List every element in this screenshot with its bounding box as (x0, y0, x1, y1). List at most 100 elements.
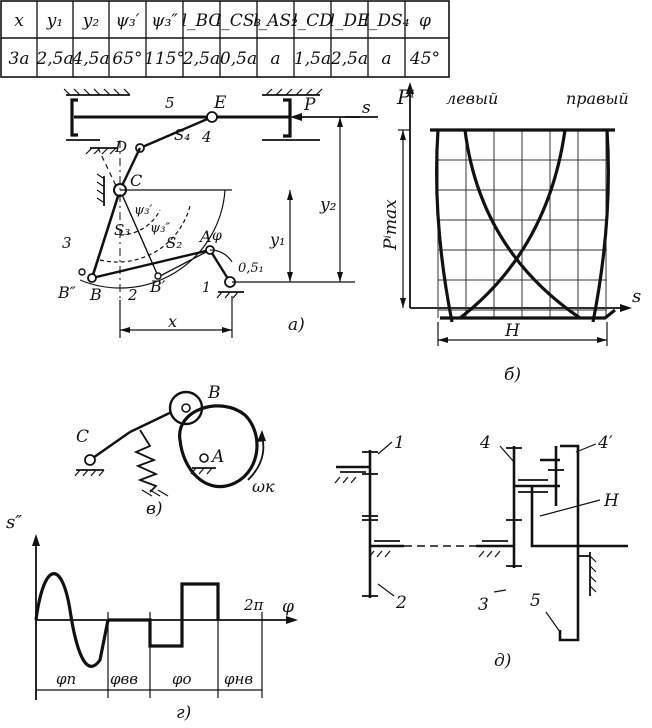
table-value-cell: 3a (9, 49, 30, 69)
gear-label-3: 3 (478, 595, 489, 615)
caption-a: а) (288, 315, 305, 335)
table-value-cell: 0,5a (220, 49, 257, 69)
label-B1: B′ (149, 277, 166, 296)
table-value-cell: 2,5a (330, 49, 368, 69)
label-os1: 0,5₁ (238, 261, 264, 276)
gear-train: 1 2 3 4 4′ H 5 д) (334, 433, 628, 671)
label-link-4: 4 (201, 128, 212, 146)
cam-pivot-A (199, 453, 209, 463)
label-x: x (168, 312, 177, 331)
slider-left (70, 98, 78, 137)
table-value-cell: 65° (112, 49, 142, 69)
cam-label-B: B (207, 383, 221, 403)
left-boundary-curve (435, 129, 454, 323)
label-phi: φ (212, 228, 222, 244)
table-value-cell: a (270, 49, 280, 69)
curve-left-stroke (463, 129, 581, 320)
table-header-cell: l_BC (182, 11, 222, 31)
joint-E (206, 111, 218, 123)
table-header-cell: l_DS₄ (363, 11, 409, 31)
caption-d: д) (494, 651, 511, 671)
table-value-cell: 2,5a (35, 49, 73, 69)
link-1 (208, 249, 232, 283)
gear-label-H: H (603, 491, 620, 511)
label-right-stroke: правый (566, 89, 629, 108)
table-header-cell: x (14, 11, 24, 31)
label-B: B (89, 285, 102, 304)
link-2 (91, 248, 211, 280)
phase-label-1: φвв (110, 670, 138, 688)
table-header-cell: l_CS₃ (216, 11, 262, 31)
label-y2: y₂ (319, 195, 337, 215)
joint-B (87, 273, 97, 283)
table-value-cell: 4,5a (71, 49, 109, 69)
spring (133, 429, 159, 493)
accel-ylabel: s″ (6, 512, 22, 533)
cam-label-A: A (210, 447, 224, 467)
accel-steps (108, 582, 220, 648)
gear-label-4prime: 4′ (597, 433, 613, 453)
caption-v: в) (146, 499, 163, 519)
gear-label-1: 1 (394, 433, 405, 453)
cam-mechanism: C B A ωк в) (74, 383, 275, 519)
table-header-cell: ψ₃″ (151, 11, 178, 31)
table-value-cell: 1,5a (294, 49, 331, 69)
label-left-stroke: левый (446, 89, 498, 108)
table-header-cell: y₁ (46, 11, 63, 31)
table-header-cell: ψ₃′ (115, 11, 139, 31)
label-link-1: 1 (202, 280, 211, 296)
table-value-cell: 45° (409, 49, 440, 69)
right-boundary-curve (591, 129, 610, 323)
acceleration-chart: s″ 2π φ φп φвв φо φнв г) (6, 512, 298, 723)
curve-right-stroke (459, 129, 567, 320)
table-value-cell: 115° (144, 49, 185, 69)
label-axis-s: s (362, 98, 371, 118)
gear-label-2: 2 (395, 593, 407, 613)
force-characteristic-chart: Pⁱ левый правый Pⁱmax s H б) (381, 82, 641, 385)
force-xlabel: s (632, 286, 641, 307)
caption-g: г) (176, 703, 191, 723)
phase-label-0: φп (56, 670, 76, 688)
label-stroke-H: H (504, 321, 521, 341)
force-ylabel: Pⁱ (396, 85, 414, 109)
gear-label-5: 5 (530, 591, 541, 611)
label-force-P: P̄ (303, 93, 316, 115)
cam-label-C: C (76, 427, 89, 447)
accel-xlabel: φ (282, 597, 294, 617)
label-psi3-prime: ψ₃′ (134, 203, 152, 218)
label-pmax: Pⁱmax (381, 199, 401, 251)
accel-period: 2π (243, 596, 265, 614)
cam-profile (178, 404, 259, 489)
label-link-3: 3 (62, 234, 72, 252)
table-header-cell: l_DE (330, 11, 371, 31)
linkage-mechanism: E D C S₃ S₂ A B″ B B′ S₄ 5 4 3 2 1 P̄ s … (57, 88, 378, 338)
table-header-cell: φ (419, 11, 431, 31)
label-S4: S₄ (174, 126, 190, 144)
label-C: C (130, 171, 142, 190)
label-S3: S₃ (114, 221, 130, 239)
table-value-cell: 2,5a (182, 49, 220, 69)
phase-label-3: φнв (224, 670, 253, 688)
table-header-cell: y₂ (82, 11, 100, 31)
table-header-cell: l_CD (292, 11, 333, 31)
label-E: E (213, 93, 227, 113)
label-psi3-dprime: ψ₃″ (150, 221, 170, 236)
phase-label-2: φо (172, 670, 192, 688)
link-4 (139, 115, 213, 150)
cam-label-omega: ωк (252, 477, 275, 496)
joint-B1 (154, 272, 162, 280)
joint-B2 (78, 268, 86, 276)
table-header-cell: l_AS₂ (253, 11, 298, 31)
label-link-2: 2 (127, 286, 138, 304)
accel-sine (34, 572, 110, 668)
label-A: A (198, 227, 212, 246)
label-B2: B″ (57, 283, 76, 302)
label-y1: y₁ (269, 230, 285, 249)
label-D: D (114, 138, 127, 156)
label-link-5: 5 (165, 94, 175, 112)
link-3 (90, 189, 122, 279)
label-S2: S₂ (166, 234, 182, 252)
gear-label-4: 4 (479, 433, 491, 453)
